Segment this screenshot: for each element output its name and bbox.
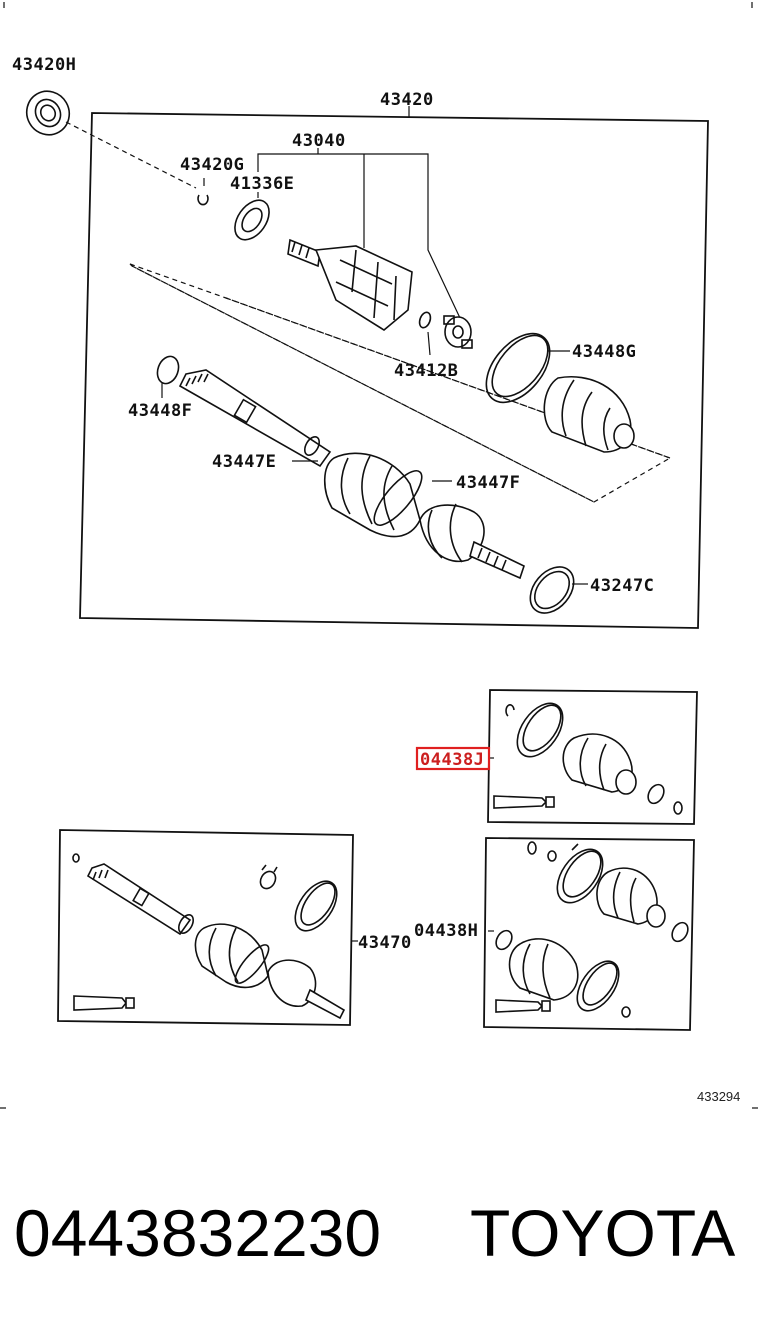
tripod-spider[interactable] — [443, 315, 473, 349]
ring-43412B[interactable] — [418, 311, 433, 356]
highlight-frame — [415, 746, 491, 771]
inboard-boot[interactable] — [543, 376, 635, 453]
label-43420: 43420 — [380, 90, 434, 110]
label-43420G: 43420G — [180, 155, 244, 175]
outboard-boot[interactable] — [323, 452, 429, 538]
brand-name: TOYOTA — [470, 1196, 735, 1270]
boot-kit-04438H-box — [483, 837, 695, 1031]
label-43470: 43470 — [358, 933, 412, 953]
part-number: 0443832230 — [14, 1196, 381, 1270]
snap-ring-43420G[interactable] — [197, 194, 209, 206]
drive-shaft[interactable] — [178, 369, 332, 468]
label-04438H: 04438H — [414, 921, 478, 941]
seal-41336E[interactable] — [228, 192, 276, 246]
label-04438J[interactable]: 04438J — [420, 750, 484, 770]
frame-ticks — [0, 2, 758, 1109]
figure-code: 433294 — [697, 1089, 740, 1104]
label-43420H: 43420H — [12, 55, 76, 75]
outboard-joint[interactable] — [419, 503, 525, 580]
main-assembly-group — [19, 83, 709, 629]
ring-43247C[interactable] — [521, 559, 588, 622]
clamp-43448F[interactable] — [154, 353, 182, 398]
label-43040: 43040 — [292, 131, 346, 151]
bearing-43420H[interactable] — [19, 83, 77, 142]
boot-kit-04438H-group — [483, 837, 695, 1031]
label-43412B: 43412B — [394, 361, 458, 381]
label-43448F: 43448F — [128, 401, 192, 421]
label-43447E: 43447E — [212, 452, 276, 472]
label-43247C: 43247C — [590, 576, 654, 596]
assembly-43420-box — [79, 112, 709, 629]
label-41336E: 41336E — [230, 174, 294, 194]
label-43447F: 43447F — [456, 473, 520, 493]
label-43448G: 43448G — [572, 342, 636, 362]
band-clamp-43448G[interactable] — [474, 322, 570, 414]
shaft-assy-43470-group — [57, 829, 358, 1026]
shaft-assy-43470-box — [57, 829, 354, 1026]
boot-kit-04438J-group — [487, 689, 698, 825]
boot-kit-04438J-box — [487, 689, 698, 825]
inboard-joint-43040[interactable] — [287, 238, 413, 331]
